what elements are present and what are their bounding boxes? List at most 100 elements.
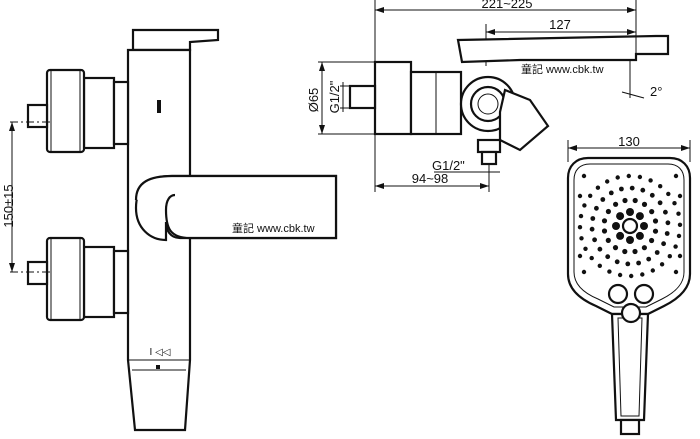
spray-nozzle: [626, 208, 634, 216]
outlet-thread-label: G1/2": [432, 158, 465, 173]
spray-nozzle: [650, 268, 655, 273]
slot-mark: [157, 100, 161, 113]
spray-nozzle: [672, 201, 677, 206]
upper-inlet-pipe: [26, 103, 49, 129]
spray-nozzle: [616, 231, 625, 240]
lower-connector: [82, 245, 116, 319]
spray-nozzle: [676, 211, 681, 216]
spray-nozzle: [622, 248, 628, 255]
spray-nozzle: [592, 237, 597, 243]
mode-button-left: [607, 283, 629, 305]
spray-nozzle: [677, 253, 683, 259]
spray-nozzle: [659, 262, 665, 267]
spray-nozzle: [652, 218, 659, 224]
spray-nozzle: [667, 254, 672, 259]
spray-nozzle: [635, 231, 644, 240]
spray-nozzle: [654, 250, 660, 255]
spray-nozzle: [649, 209, 655, 215]
mode-button-bottom: [620, 302, 642, 324]
spray-nozzle: [605, 208, 612, 215]
spray-nozzle: [612, 222, 620, 230]
spray-nozzle: [583, 246, 588, 251]
watermark-side: 童記 www.cbk.tw: [521, 62, 604, 76]
spray-nozzle: [608, 190, 614, 196]
spray-nozzle: [581, 173, 587, 179]
top-lever: [131, 28, 220, 52]
wall-to-outlet-label: 94~98: [412, 171, 449, 186]
wall-rosette: [373, 60, 413, 136]
mode-button-right: [633, 283, 655, 305]
spray-nozzle: [579, 236, 584, 241]
spray-nozzle: [577, 193, 583, 199]
spray-nozzle: [588, 193, 593, 198]
center-nozzle: [621, 217, 639, 235]
spray-nozzle: [677, 222, 683, 227]
spray-nozzle: [626, 173, 631, 179]
spray-nozzle: [597, 246, 603, 252]
upper-eccentric-nut: [45, 68, 86, 154]
spout-length-label: 127: [549, 17, 571, 32]
side-bottom-outlet: [476, 138, 502, 154]
spray-nozzle: [615, 175, 620, 180]
handshower-head: [566, 156, 692, 316]
spray-nozzle: [625, 261, 631, 267]
spray-nozzle: [577, 253, 583, 259]
spray-nozzle: [622, 197, 628, 204]
spray-nozzle: [629, 185, 635, 191]
spray-nozzle: [601, 218, 608, 224]
spray-nozzle: [649, 237, 655, 244]
spray-nozzle: [578, 213, 584, 219]
spray-nozzle: [657, 200, 663, 206]
handshower-handle: [610, 312, 650, 422]
spray-nozzle: [641, 201, 648, 207]
overall-depth-label: 221~225: [482, 0, 533, 11]
spray-nozzle: [648, 178, 653, 183]
spray-nozzle: [636, 260, 641, 266]
spray-nozzle: [649, 192, 655, 198]
spray-nozzle: [635, 212, 644, 221]
spray-nozzle: [613, 201, 619, 207]
spray-nozzles: [577, 173, 683, 279]
spray-nozzle: [640, 187, 646, 193]
spray-nozzle: [597, 263, 602, 268]
diverter-lever: [498, 88, 550, 152]
spray-nozzle: [614, 259, 620, 265]
pipe-spacing-label: 150±15: [1, 184, 16, 227]
spray-nozzle: [641, 245, 648, 251]
spray-nozzle: [673, 244, 678, 249]
spray-nozzle: [632, 248, 638, 255]
handshower-width-label: 130: [618, 134, 640, 149]
spray-nozzle: [673, 173, 679, 179]
spray-nozzle: [640, 222, 648, 230]
spray-nozzle: [616, 212, 625, 221]
spray-nozzle: [629, 273, 634, 279]
spray-nozzle: [594, 205, 599, 211]
lower-eccentric-nut: [45, 236, 86, 322]
front-view: 150±15 I ◁◁ 童記 www.cbk.tw: [1, 28, 338, 432]
hand-shower-view: 130: [566, 134, 692, 436]
spray-nozzle: [605, 179, 610, 184]
spray-nozzle: [582, 203, 587, 208]
spray-nozzle: [589, 226, 595, 232]
spray-nozzle: [664, 231, 670, 236]
spray-nozzle: [665, 220, 671, 226]
inlet-thread-label: G1/2": [327, 80, 342, 113]
spray-nozzle: [626, 236, 634, 244]
inlet-diameter-label: Ø65: [306, 88, 321, 113]
spray-nozzle: [617, 272, 623, 278]
upper-connector: [82, 76, 116, 150]
spray-nozzle: [646, 256, 652, 262]
spray-nozzle: [632, 197, 638, 204]
spray-nozzle: [600, 197, 606, 202]
spray-nozzle: [663, 209, 668, 215]
spray-nozzle: [581, 269, 587, 275]
spray-nozzle: [652, 228, 659, 234]
spray-nozzle: [673, 269, 679, 275]
spray-nozzle: [661, 241, 666, 247]
spray-nozzle: [605, 237, 611, 243]
handshower-connector: [619, 418, 641, 436]
spray-nozzle: [619, 186, 624, 192]
spray-nozzle: [590, 216, 596, 221]
spray-nozzle: [676, 233, 682, 239]
